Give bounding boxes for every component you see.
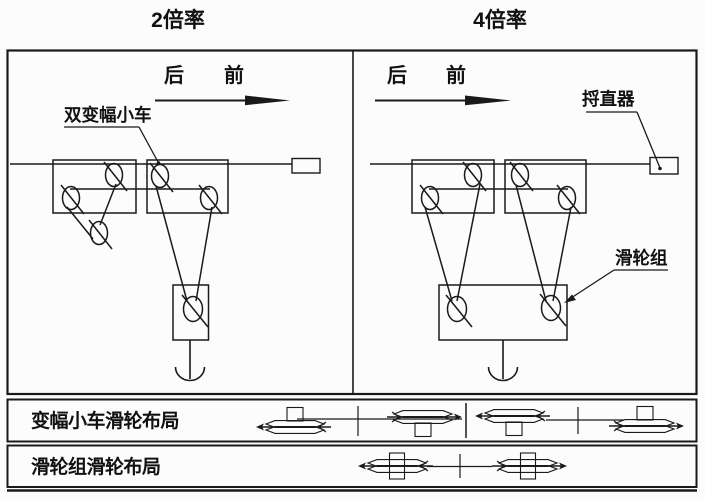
sheave-side-view-icon — [358, 452, 433, 480]
trolley-front-right — [504, 159, 587, 214]
rope-fall — [66, 206, 94, 240]
hook-icon-right — [487, 340, 519, 382]
left-structure — [10, 157, 321, 382]
rope-end-arrow-icon — [559, 462, 567, 470]
trolley-rear-right — [411, 159, 495, 214]
break-mark-icon — [420, 460, 429, 472]
break-mark-icon — [391, 411, 400, 423]
straightener-box — [649, 156, 679, 175]
sheave-side-view-icon — [492, 452, 567, 480]
rope-fall — [195, 206, 213, 302]
sheave-icon — [462, 161, 487, 192]
table-row2-border — [6, 444, 698, 488]
right-structure — [370, 156, 679, 382]
sheave-icon — [88, 219, 113, 250]
label-front-right: 前 — [446, 63, 466, 87]
title-4x: 4倍率 — [473, 8, 527, 32]
sheave-icon — [181, 294, 209, 328]
layout-table: 变幅小车滑轮布局 滑轮组滑轮布局 — [31, 403, 684, 480]
panel-4x: 后 前 捋直器 滑轮组 — [370, 63, 679, 382]
rope-fall — [424, 206, 453, 302]
direction-arrow-left-icon — [155, 95, 290, 106]
sheave-side-view-icon — [387, 410, 462, 438]
label-back-right: 后 — [387, 64, 407, 87]
table-row1-border — [6, 398, 698, 443]
rope-end-arrow-icon — [256, 423, 264, 431]
label-front-left: 前 — [224, 63, 244, 87]
border-frame — [6, 49, 698, 492]
hook-icon-left — [174, 340, 206, 382]
row2-label: 滑轮组滑轮布局 — [31, 455, 161, 478]
sheave-icon — [556, 184, 581, 215]
rope-fall — [515, 184, 547, 302]
sheave-side-views — [256, 405, 684, 480]
trolley-label-leader — [64, 126, 161, 165]
sheave-icon — [509, 161, 534, 192]
rope-end-arrow-icon — [475, 412, 483, 420]
row1-label: 变幅小车滑轮布局 — [31, 409, 179, 432]
hook-block-left — [172, 284, 210, 341]
rope-fall — [456, 183, 481, 302]
main-panel-border — [6, 49, 698, 396]
trolley-front-left — [146, 159, 229, 214]
rope-end-arrow-icon — [358, 462, 366, 470]
break-mark-icon — [537, 410, 546, 422]
label-back-left: 后 — [164, 64, 184, 87]
sheave-icon — [419, 184, 444, 215]
sheave-side-view-icon — [475, 409, 550, 437]
row-axis-lines — [297, 403, 624, 478]
sheave-icon — [445, 294, 473, 328]
sheave-icon — [198, 184, 223, 215]
sheave-icon — [60, 184, 85, 215]
rope-falls — [66, 183, 572, 302]
rope-fall — [155, 185, 188, 302]
rope-end-arrow-icon — [676, 422, 684, 430]
straightener-label: 捋直器 — [582, 89, 635, 109]
sheaves — [60, 161, 581, 328]
break-mark-icon — [613, 420, 622, 432]
rope-anchor-box — [291, 157, 321, 174]
sheave-side-view-icon — [609, 405, 684, 433]
panel-2x: 后 前 双变幅小车 — [10, 63, 321, 382]
trolley-rear-left — [52, 159, 137, 214]
sheave-icon — [149, 162, 174, 193]
rope-fall — [99, 183, 117, 226]
break-mark-icon — [318, 421, 327, 433]
pulley-block-label: 滑轮组 — [615, 248, 668, 268]
sheave-icon — [539, 293, 567, 327]
rope-end-arrow-icon — [454, 413, 462, 421]
sheave-side-view-icon — [256, 406, 331, 434]
rope-fall — [552, 206, 572, 302]
direction-arrow-right-icon — [375, 95, 511, 106]
straightener-label-leader — [586, 111, 662, 171]
pulley-block-label-leader — [564, 269, 668, 303]
trolley-label: 双变幅小车 — [64, 105, 152, 125]
sheave-icon — [103, 161, 128, 192]
break-mark-icon — [496, 460, 505, 472]
title-2x: 2倍率 — [151, 8, 205, 32]
